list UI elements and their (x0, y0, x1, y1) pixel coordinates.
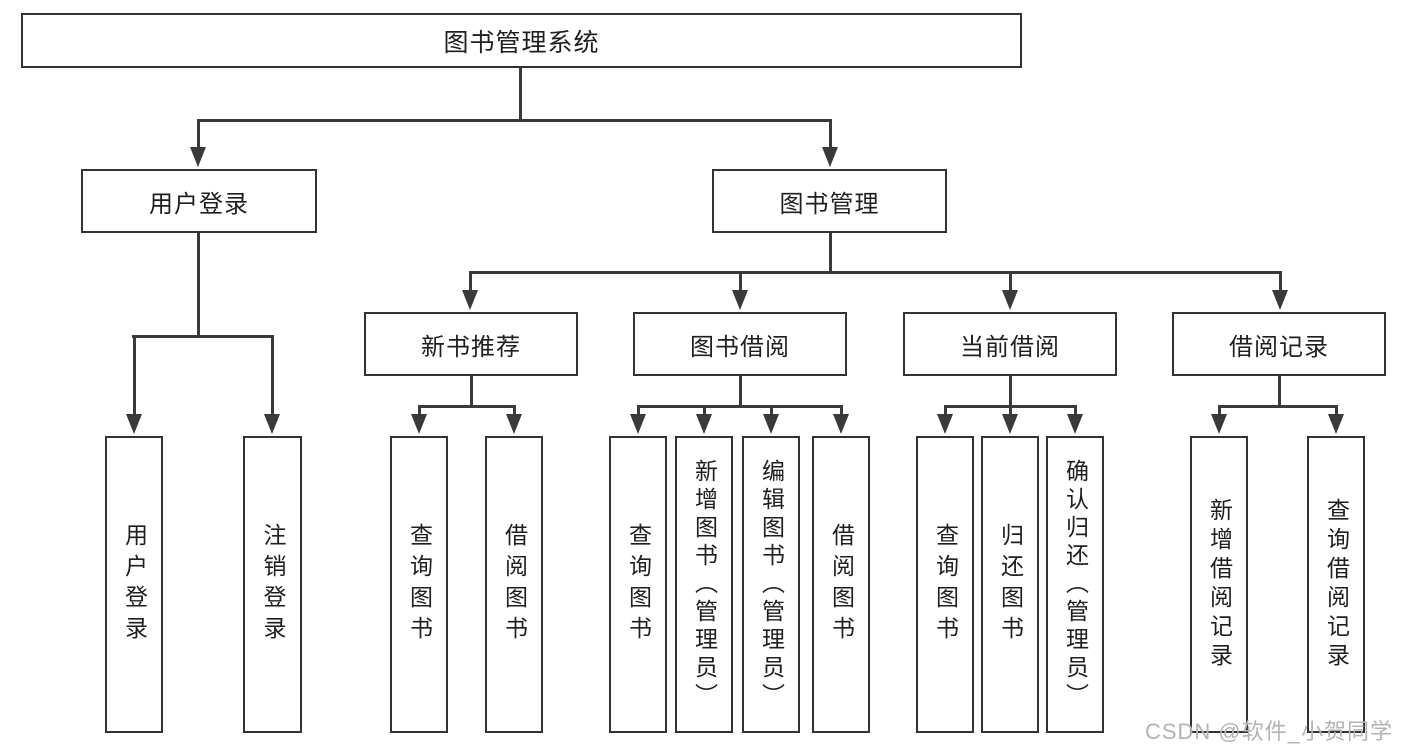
connector-line (1218, 405, 1221, 418)
connector-line (469, 271, 1282, 274)
arrowhead-icon (822, 147, 838, 167)
connector-line (197, 119, 832, 122)
node-user-login: 用户登录 (81, 169, 317, 233)
leaf-confirm-return-admin: 确认归还（管理员） (1046, 436, 1104, 733)
leaf-add-book-admin: 新增图书（管理员） (675, 436, 733, 733)
connector-line (1009, 376, 1012, 408)
node-book-management: 图书管理 (712, 169, 947, 233)
connector-line (1074, 405, 1077, 418)
node-new-book-recommend: 新书推荐 (364, 312, 578, 376)
leaf-edit-book-admin: 编辑图书（管理员） (742, 436, 800, 733)
node-label: 新增图书（管理员） (691, 458, 718, 711)
node-book-borrow: 图书借阅 (633, 312, 847, 376)
node-label: 图书管理 (779, 190, 880, 218)
connector-line (519, 68, 522, 120)
leaf-logout: 注销登录 (243, 436, 302, 733)
node-label: 借阅记录 (1229, 333, 1329, 361)
connector-line (829, 233, 832, 274)
connector-line (944, 405, 947, 418)
connector-line (770, 405, 773, 418)
connector-line (271, 335, 274, 417)
leaf-query-borrow-record: 查询借阅记录 (1307, 436, 1365, 733)
connector-line (418, 405, 421, 418)
arrowhead-icon (264, 414, 280, 434)
connector-line (418, 405, 516, 408)
connector-line (703, 405, 706, 418)
node-label: 当前借阅 (960, 333, 1060, 361)
connector-line (197, 119, 200, 150)
node-root: 图书管理系统 (21, 13, 1022, 68)
arrowhead-icon (833, 414, 849, 434)
leaf-user-login: 用户登录 (105, 436, 163, 733)
connector-line (1218, 405, 1338, 408)
node-label: 查询图书 (932, 522, 959, 647)
leaf-current-query-book: 查询图书 (916, 436, 974, 733)
arrowhead-icon (732, 290, 748, 310)
arrowhead-icon (696, 414, 712, 434)
node-label: 图书管理系统 (443, 28, 600, 57)
arrowhead-icon (1211, 414, 1227, 434)
arrowhead-icon (630, 414, 646, 434)
arrowhead-icon (1002, 414, 1018, 434)
arrowhead-icon (763, 414, 779, 434)
connector-line (132, 335, 274, 338)
connector-line (1278, 376, 1281, 408)
connector-line (197, 233, 200, 337)
node-borrow-record: 借阅记录 (1172, 312, 1386, 376)
node-label: 查询图书 (406, 522, 433, 647)
arrowhead-icon (1328, 414, 1344, 434)
node-label: 新书推荐 (421, 333, 521, 361)
arrowhead-icon (190, 147, 206, 167)
leaf-return-book: 归还图书 (981, 436, 1039, 733)
node-label: 查询借阅记录 (1323, 497, 1350, 672)
node-label: 图书借阅 (690, 333, 790, 361)
connector-line (133, 335, 136, 417)
arrowhead-icon (1272, 290, 1288, 310)
node-label: 新增借阅记录 (1206, 497, 1233, 672)
leaf-recommend-query-book: 查询图书 (390, 436, 448, 733)
connector-line (840, 405, 843, 418)
node-label: 确认归还（管理员） (1062, 458, 1089, 711)
connector-line (1335, 405, 1338, 418)
connector-line (1279, 271, 1282, 292)
connector-line (513, 405, 516, 418)
connector-line (1009, 405, 1012, 418)
arrowhead-icon (937, 414, 953, 434)
connector-line (637, 405, 843, 408)
connector-line (637, 405, 640, 418)
csdn-watermark: CSDN @软件_小贺同学 (1144, 719, 1393, 744)
arrowhead-icon (126, 414, 142, 434)
node-label: 借阅图书 (501, 522, 528, 647)
node-label: 注销登录 (260, 522, 286, 647)
node-label: 编辑图书（管理员） (758, 458, 785, 711)
connector-line (739, 376, 742, 408)
connector-line (469, 271, 472, 292)
node-label: 借阅图书 (828, 522, 855, 647)
leaf-borrow-book: 借阅图书 (812, 436, 870, 733)
leaf-add-borrow-record: 新增借阅记录 (1190, 436, 1248, 733)
node-label: 查询图书 (625, 522, 652, 647)
node-current-borrow: 当前借阅 (903, 312, 1117, 376)
node-label: 用户登录 (121, 522, 148, 647)
leaf-recommend-borrow-book: 借阅图书 (485, 436, 543, 733)
connector-line (1009, 271, 1012, 292)
connector-line (829, 119, 832, 150)
leaf-borrow-query-book: 查询图书 (609, 436, 667, 733)
connector-line (470, 376, 473, 408)
arrowhead-icon (1002, 290, 1018, 310)
arrowhead-icon (506, 414, 522, 434)
node-label: 归还图书 (997, 522, 1024, 647)
arrowhead-icon (462, 290, 478, 310)
arrowhead-icon (411, 414, 427, 434)
connector-line (739, 271, 742, 292)
node-label: 用户登录 (149, 190, 249, 218)
arrowhead-icon (1067, 414, 1083, 434)
